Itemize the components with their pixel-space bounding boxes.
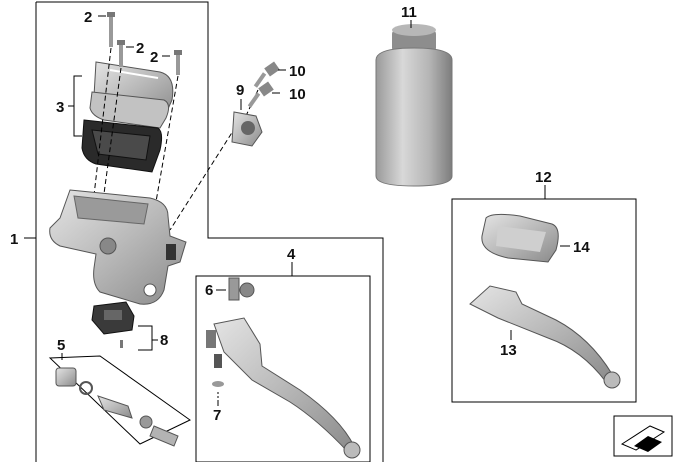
callout-11: 11: [401, 4, 417, 21]
callout-10-upper: 10: [289, 63, 306, 80]
handlebar-clamp: [231, 111, 263, 147]
reservoir-cover-assembly: [81, 61, 174, 173]
brake-fluid-bottle: [375, 24, 453, 187]
callout-2-mid: 2: [136, 40, 144, 57]
callout-10-lower: 10: [289, 86, 306, 103]
callout-6: 6: [205, 282, 213, 299]
callout-12: 12: [535, 169, 552, 186]
callout-3: 3: [56, 99, 64, 116]
callout-14: 14: [573, 239, 590, 256]
callout-7: 7: [213, 407, 221, 424]
leader-lines: [24, 15, 570, 406]
callout-2-right: 2: [150, 49, 158, 66]
orientation-icon: [613, 415, 673, 457]
screw-2-top: [107, 12, 115, 47]
clamp-screw-lower: [247, 81, 274, 108]
group-12-frame: [451, 198, 637, 403]
callout-8: 8: [160, 332, 168, 349]
brake-light-switch: [91, 301, 135, 348]
callout-4: 4: [287, 246, 296, 263]
group-1-frame: [35, 1, 384, 462]
replacement-lever-kit: [469, 213, 621, 389]
clamp-screw-upper: [253, 61, 280, 88]
master-cylinder-body: [49, 189, 187, 305]
callout-5: 5: [57, 337, 65, 354]
callout-1: 1: [10, 231, 18, 248]
callout-13: 13: [500, 342, 517, 359]
piston-repair-kit: [55, 367, 179, 447]
callout-9: 9: [236, 82, 244, 99]
callout-2-top: 2: [84, 9, 92, 26]
clutch-lever-assembly: [206, 277, 361, 459]
screw-2-right: [174, 50, 182, 75]
screw-2-mid: [117, 40, 125, 67]
group-5-frame: [48, 355, 191, 445]
